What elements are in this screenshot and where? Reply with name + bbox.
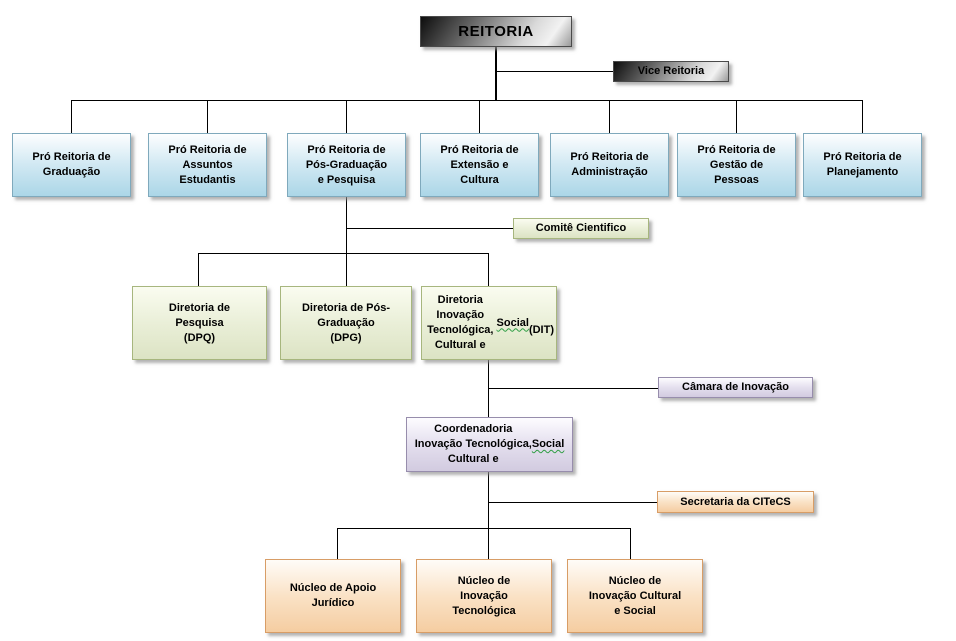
node-coordenadoria-citecs: Coordenadoria Inovação Tecnológica, Cult… bbox=[406, 417, 573, 472]
connector-drop-planejamento bbox=[862, 100, 863, 133]
coordenadoria-label: Coordenadoria Inovação Tecnológica, Cult… bbox=[414, 423, 532, 465]
coordenadoria-label-social: Social bbox=[531, 438, 565, 450]
node-pro-reitoria-extensao-cultura: Pró Reitoria de Extensão e Cultura bbox=[420, 133, 539, 197]
dit-label-social: Social bbox=[496, 316, 529, 329]
node-vice-reitoria: Vice Reitoria bbox=[613, 61, 729, 82]
connector-secretaria bbox=[488, 502, 657, 503]
connector-drop-inovacao-tecnologica bbox=[488, 528, 489, 559]
node-pro-reitoria-pos-graduacao-pesquisa: Pró Reitoria de Pós-Graduação e Pesquisa bbox=[287, 133, 406, 197]
connector-row1-horizontal bbox=[71, 100, 863, 101]
connector-posgraduacao-trunk bbox=[346, 197, 347, 253]
connector-drop-posgraduacao bbox=[346, 100, 347, 133]
node-pro-reitoria-gestao-pessoas: Pró Reitoria de Gestão de Pessoas bbox=[677, 133, 796, 197]
node-nucleo-apoio-juridico: Núcleo de Apoio Jurídico bbox=[265, 559, 401, 633]
node-pro-reitoria-graduacao: Pró Reitoria de Graduação bbox=[12, 133, 131, 197]
connector-drop-assuntos bbox=[207, 100, 208, 133]
connector-drop-graduacao bbox=[71, 100, 72, 133]
connector-row3-horizontal bbox=[337, 528, 630, 529]
node-comite-cientifico: Comitê Cientifico bbox=[513, 218, 649, 239]
connector-drop-extensao bbox=[479, 100, 480, 133]
node-pro-reitoria-assuntos-estudantis: Pró Reitoria de Assuntos Estudantis bbox=[148, 133, 267, 197]
node-diretoria-pesquisa-dpq: Diretoria de Pesquisa (DPQ) bbox=[132, 286, 267, 360]
connector-drop-administracao bbox=[609, 100, 610, 133]
node-diretoria-inovacao-dit: Diretoria Inovação Tecnológica, Cultural… bbox=[421, 286, 557, 360]
connector-coordenadoria-trunk bbox=[488, 472, 489, 528]
connector-reitoria-trunk bbox=[495, 47, 497, 100]
node-pro-reitoria-administracao: Pró Reitoria de Administração bbox=[550, 133, 669, 197]
node-diretoria-pos-graduacao-dpg: Diretoria de Pós- Graduação (DPG) bbox=[280, 286, 412, 360]
node-camara-inovacao: Câmara de Inovação bbox=[658, 377, 813, 398]
dit-label-suffix: (DIT) bbox=[528, 324, 554, 336]
connector-comite bbox=[346, 228, 513, 229]
connector-vice-reitoria bbox=[496, 71, 613, 72]
connector-drop-dit bbox=[488, 253, 489, 286]
connector-row2-horizontal bbox=[198, 253, 488, 254]
connector-drop-apoio-juridico bbox=[337, 528, 338, 559]
connector-drop-dpg bbox=[346, 253, 347, 286]
node-secretaria-citecs: Secretaria da CITeCS bbox=[657, 491, 814, 513]
node-nucleo-inovacao-cultural-social: Núcleo de Inovação Cultural e Social bbox=[567, 559, 703, 633]
node-pro-reitoria-planejamento: Pró Reitoria de Planejamento bbox=[803, 133, 922, 197]
connector-camara bbox=[488, 388, 658, 389]
connector-drop-dpq bbox=[198, 253, 199, 286]
node-reitoria: REITORIA bbox=[420, 16, 572, 47]
connector-drop-inovacao-cultural bbox=[630, 528, 631, 559]
connector-drop-gestao bbox=[736, 100, 737, 133]
node-nucleo-inovacao-tecnologica: Núcleo de Inovação Tecnológica bbox=[416, 559, 552, 633]
dit-label: Diretoria Inovação Tecnológica, Cultural… bbox=[427, 294, 494, 351]
